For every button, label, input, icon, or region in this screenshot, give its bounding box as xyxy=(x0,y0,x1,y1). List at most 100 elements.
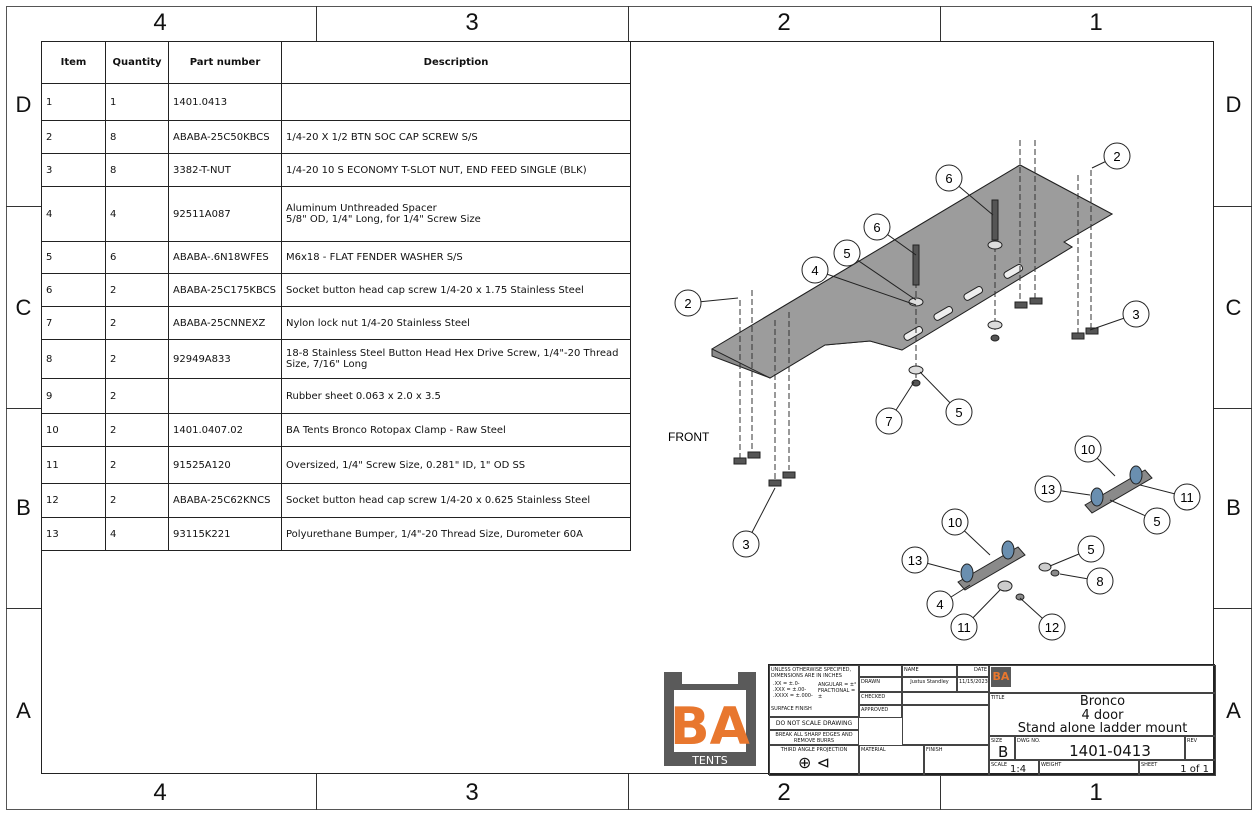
zone-divider xyxy=(940,774,941,810)
bom-cell: 1 xyxy=(41,83,106,121)
zone-divider xyxy=(6,206,41,207)
zone-divider xyxy=(1214,408,1252,409)
break-edges-note: BREAK ALL SHARP EDGES AND REMOVE BURRS xyxy=(769,730,859,745)
balloon-item-5: 5 xyxy=(1049,535,1105,567)
title-block: UNLESS OTHERWISE SPECIFIED, DIMENSIONS A… xyxy=(768,664,1216,776)
balloon-number: 5 xyxy=(1153,514,1160,529)
ba-tents-logo: BA TENTS xyxy=(664,672,756,767)
zone-row-label: B xyxy=(1226,495,1241,520)
bom-cell: 11 xyxy=(41,446,106,484)
balloon-number: 8 xyxy=(1096,574,1103,589)
balloon-number: 4 xyxy=(936,597,943,612)
balloon-number: 10 xyxy=(1081,442,1095,457)
plate-slots xyxy=(903,263,1024,341)
zone-divider xyxy=(6,408,41,409)
sheet-cell: SHEET 1 of 1 xyxy=(1139,760,1216,776)
drawn-label: DRAWN xyxy=(859,677,902,692)
balloon-circle xyxy=(1122,300,1150,328)
balloon-number: 3 xyxy=(1132,307,1139,322)
balloon-number: 5 xyxy=(843,246,850,261)
zone-column-label: 1 xyxy=(1089,9,1103,36)
bom-cell: 1/4-20 10 S ECONOMY T-SLOT NUT, END FEED… xyxy=(281,153,631,187)
bom-cell: 2 xyxy=(105,378,169,414)
bom-cell xyxy=(281,83,631,121)
bom-cell: 18-8 Stainless Steel Button Head Hex Dri… xyxy=(281,339,631,379)
balloon-number: 6 xyxy=(945,171,952,186)
scale-value: 1:4 xyxy=(1010,764,1027,775)
zone-row-label: A xyxy=(1226,698,1241,723)
logo-text: BA xyxy=(670,697,750,757)
balloon-circle xyxy=(1086,567,1114,595)
balloon-circle xyxy=(875,407,903,435)
balloon-number: 7 xyxy=(885,414,892,429)
zone-divider xyxy=(940,6,941,41)
balloon-circle xyxy=(1034,475,1062,503)
balloon-item-2: 2 xyxy=(674,289,739,317)
balloon-item-12: 12 xyxy=(1019,597,1066,641)
bom-cell: Oversized, 1/4" Screw Size, 0.281" ID, 1… xyxy=(281,446,631,484)
zone-column-label: 3 xyxy=(465,9,479,36)
bom-cell: Socket button head cap screw 1/4-20 x 1.… xyxy=(281,273,631,307)
zone-divider xyxy=(628,774,629,810)
approved-label: APPROVED xyxy=(859,705,902,718)
title-header: TITLE xyxy=(991,695,1005,701)
bom-cell: 93115K221 xyxy=(168,517,282,551)
bom-cell: 3382-T-NUT xyxy=(168,153,282,187)
balloon-item-13: 13 xyxy=(901,546,961,574)
balloon-circle xyxy=(950,613,978,641)
bom-cell: 1/4-20 X 1/2 BTN SOC CAP SCREW S/S xyxy=(281,120,631,154)
bom-cell: Rubber sheet 0.063 x 2.0 x 3.5 xyxy=(281,378,631,414)
material-label: MATERIAL xyxy=(859,745,924,776)
balloon-number: 6 xyxy=(873,220,880,235)
surface-finish: SURFACE FINISH xyxy=(771,706,812,712)
bom-cell: 12 xyxy=(41,483,106,518)
drawn-date: 11/15/2023 xyxy=(957,677,989,692)
bom-cell: 92949A833 xyxy=(168,339,282,379)
bom-cell: ABABA-25C62KNCS xyxy=(168,483,282,518)
bom-cell: Aluminum Unthreaded Spacer 5/8" OD, 1/4"… xyxy=(281,186,631,242)
zone-divider xyxy=(628,6,629,41)
balloon-number: 11 xyxy=(957,620,971,635)
balloon-item-4: 4 xyxy=(926,584,971,618)
drawing-number: 1401-0413 xyxy=(1069,742,1151,760)
rev-header: REV xyxy=(1185,736,1216,760)
angular-tol: ANGULAR = ±° FRACTIONAL = ± xyxy=(818,682,857,700)
tolerance-note: UNLESS OTHERWISE SPECIFIED, DIMENSIONS A… xyxy=(771,667,852,679)
balloon-item-3: 3 xyxy=(732,487,776,558)
bom-cell: BA Tents Bronco Rotopax Clamp - Raw Stee… xyxy=(281,413,631,447)
size-header: SIZE xyxy=(991,738,1003,744)
zone-column-label: 2 xyxy=(777,9,791,36)
bom-cell: 5 xyxy=(41,241,106,274)
drawn-name: Justus Standley xyxy=(902,677,957,692)
sheet-header: SHEET xyxy=(1141,762,1158,768)
balloon-circle xyxy=(941,508,969,536)
tol-line: .XXXX = ±.000- xyxy=(773,693,813,699)
zone-row-label: D xyxy=(15,92,32,117)
zone-divider xyxy=(1214,206,1252,207)
balloon-circle xyxy=(901,546,929,574)
zone-divider xyxy=(1214,608,1252,609)
leader-line xyxy=(846,252,917,301)
mount-plate-top xyxy=(710,164,1114,379)
bom-cell: M6x18 - FLAT FENDER WASHER S/S xyxy=(281,241,631,274)
bom-cell: 6 xyxy=(41,273,106,307)
zone-row-label: C xyxy=(1225,295,1242,320)
balloon-number: 4 xyxy=(811,263,818,278)
weight-header: WEIGHT xyxy=(1039,760,1139,776)
bom-cell: 2 xyxy=(105,483,169,518)
balloon-item-5: 5 xyxy=(833,239,917,301)
projection-label: THIRD ANGLE PROJECTION xyxy=(780,747,848,753)
tol-line: .XX = ±.0- xyxy=(773,681,800,687)
bom-cell: 8 xyxy=(105,120,169,154)
dwg-header: DWG NO. xyxy=(1017,738,1041,744)
zone-column-label: 2 xyxy=(777,779,791,806)
balloon-item-5: 5 xyxy=(1109,499,1171,535)
balloon-number: 11 xyxy=(1180,490,1194,505)
